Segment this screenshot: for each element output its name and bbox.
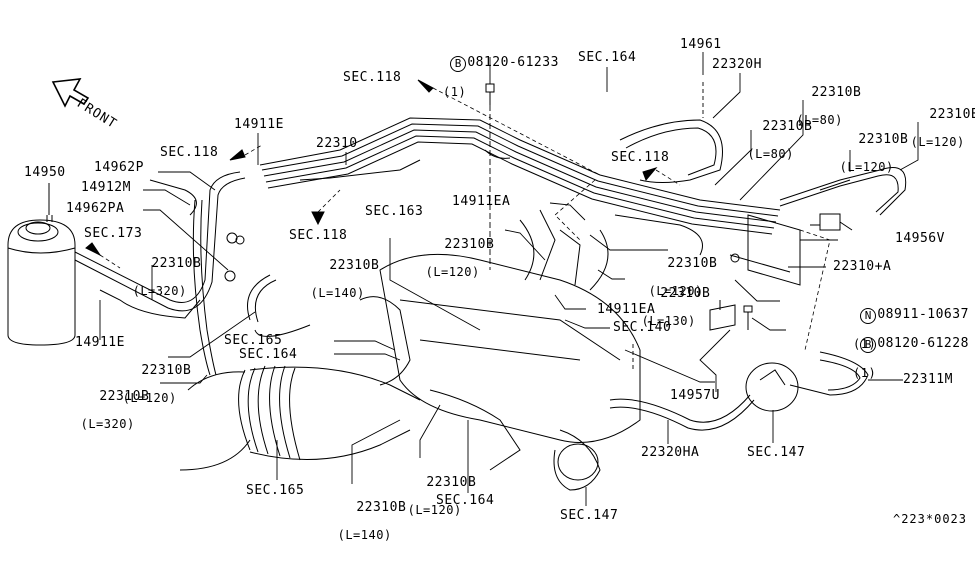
callout-22310-plus-A[interactable]: 22310+A xyxy=(833,259,892,274)
callout-22310B-L80-a[interactable]: 22310B (L=80) xyxy=(796,85,862,127)
bolt-icon-top xyxy=(485,83,495,105)
callout-14911E-top[interactable]: 14911E xyxy=(234,117,284,132)
dashed-guides xyxy=(99,87,831,351)
callout-22310[interactable]: 22310 xyxy=(316,136,358,151)
callout-sec118-right[interactable]: SEC.118 xyxy=(611,150,670,165)
callout-sec140[interactable]: SEC.140 xyxy=(613,320,672,335)
arrow-icons xyxy=(85,79,658,257)
hoses-right xyxy=(519,119,907,291)
callout-14911EA-top[interactable]: 14911EA xyxy=(452,194,511,209)
callout-22310B-L320-a[interactable]: 22310B (L=320) xyxy=(132,256,202,298)
callout-sec165-bottom[interactable]: SEC.165 xyxy=(246,483,305,498)
callout-22310B-L140-a[interactable]: 22310B (L=140) xyxy=(310,258,380,300)
arrow-sec173 xyxy=(85,242,102,257)
arrow-sec118-mid xyxy=(311,211,325,226)
callout-sec165-mid[interactable]: SEC.165 xyxy=(224,333,283,348)
callout-22310B-L140-b[interactable]: 22310B (L=140) xyxy=(337,500,407,542)
callout-22310B-L80-b[interactable]: 22310B (L=80) xyxy=(747,119,813,161)
canister-sec147 xyxy=(745,362,799,412)
callout-14962PA[interactable]: 14962PA xyxy=(66,201,125,216)
callout-22310B-L120-bottom[interactable]: 22310B (L=120) xyxy=(407,475,477,517)
engine-intake-manifold xyxy=(359,253,641,491)
bolt-circle-icon: B xyxy=(860,337,877,353)
callout-14957U[interactable]: 14957U xyxy=(670,388,720,403)
callout-22310B-L120-mid[interactable]: 22310B (L=120) xyxy=(425,237,495,279)
arrow-sec118-top xyxy=(417,79,434,93)
callout-14956V[interactable]: 14956V xyxy=(895,231,945,246)
callout-14911EA-bottom[interactable]: 14911EA xyxy=(597,302,656,317)
tube-bundle-22310 xyxy=(259,117,781,235)
callout-22310B-L120-topmid[interactable]: 22310B (L=120) xyxy=(839,132,909,174)
front-arrow-icon xyxy=(51,78,90,108)
callout-14912M[interactable]: 14912M xyxy=(81,180,131,195)
callout-sec147-right[interactable]: SEC.147 xyxy=(747,445,806,460)
callout-22310B-L320-b[interactable]: 22310B (L=320) xyxy=(80,389,150,431)
callout-22310B-L130[interactable]: 22310B (L=130) xyxy=(641,286,711,328)
callout-sec173[interactable]: SEC.173 xyxy=(84,226,143,241)
hose-22311M xyxy=(789,351,869,396)
drawing-code: ^223*0023 xyxy=(892,512,967,526)
valve-14956V xyxy=(810,213,853,231)
arrow-sec118-left xyxy=(229,149,246,161)
callout-22320H[interactable]: 22320H xyxy=(712,57,762,72)
canister-14950 xyxy=(7,183,76,346)
callout-sec164-bottom[interactable]: SEC.164 xyxy=(436,493,495,508)
callout-22320HA[interactable]: 22320HA xyxy=(641,445,700,460)
hose-22320HA xyxy=(609,394,755,431)
hoses-left xyxy=(74,171,311,376)
callout-sec118-top[interactable]: SEC.118 xyxy=(343,70,402,85)
callout-14911E-bottom[interactable]: 14911E xyxy=(75,335,125,350)
nut-circle-icon: N xyxy=(860,308,877,324)
callout-22310B-L120-topright[interactable]: 22310B (L=120) xyxy=(910,107,975,149)
callout-14950[interactable]: 14950 xyxy=(24,165,66,180)
bolt-icon-right xyxy=(743,305,753,330)
leader-lines xyxy=(48,52,919,506)
callout-sec164-top[interactable]: SEC.164 xyxy=(578,50,637,65)
bracket-22310A xyxy=(729,214,801,286)
callout-14961[interactable]: 14961 xyxy=(680,37,722,52)
callout-22310B-L120-left[interactable]: 22310B (L=120) xyxy=(122,363,192,405)
callout-22311M[interactable]: 22311M xyxy=(903,372,953,387)
callout-sec163[interactable]: SEC.163 xyxy=(365,204,424,219)
callout-sec118-left[interactable]: SEC.118 xyxy=(160,145,219,160)
arrow-sec118-right xyxy=(642,167,658,181)
bolt-circle-icon: B xyxy=(450,56,467,72)
valve-14957U xyxy=(709,300,736,331)
callout-sec118-mid[interactable]: SEC.118 xyxy=(289,228,348,243)
callout-sec147-bottom[interactable]: SEC.147 xyxy=(560,508,619,523)
callout-22310B-L120-midright[interactable]: 22310B (L=120) xyxy=(648,256,718,298)
callout-14962P[interactable]: 14962P xyxy=(94,160,144,175)
callout-sec164-mid[interactable]: SEC.164 xyxy=(239,347,298,362)
air-duct xyxy=(179,365,421,471)
